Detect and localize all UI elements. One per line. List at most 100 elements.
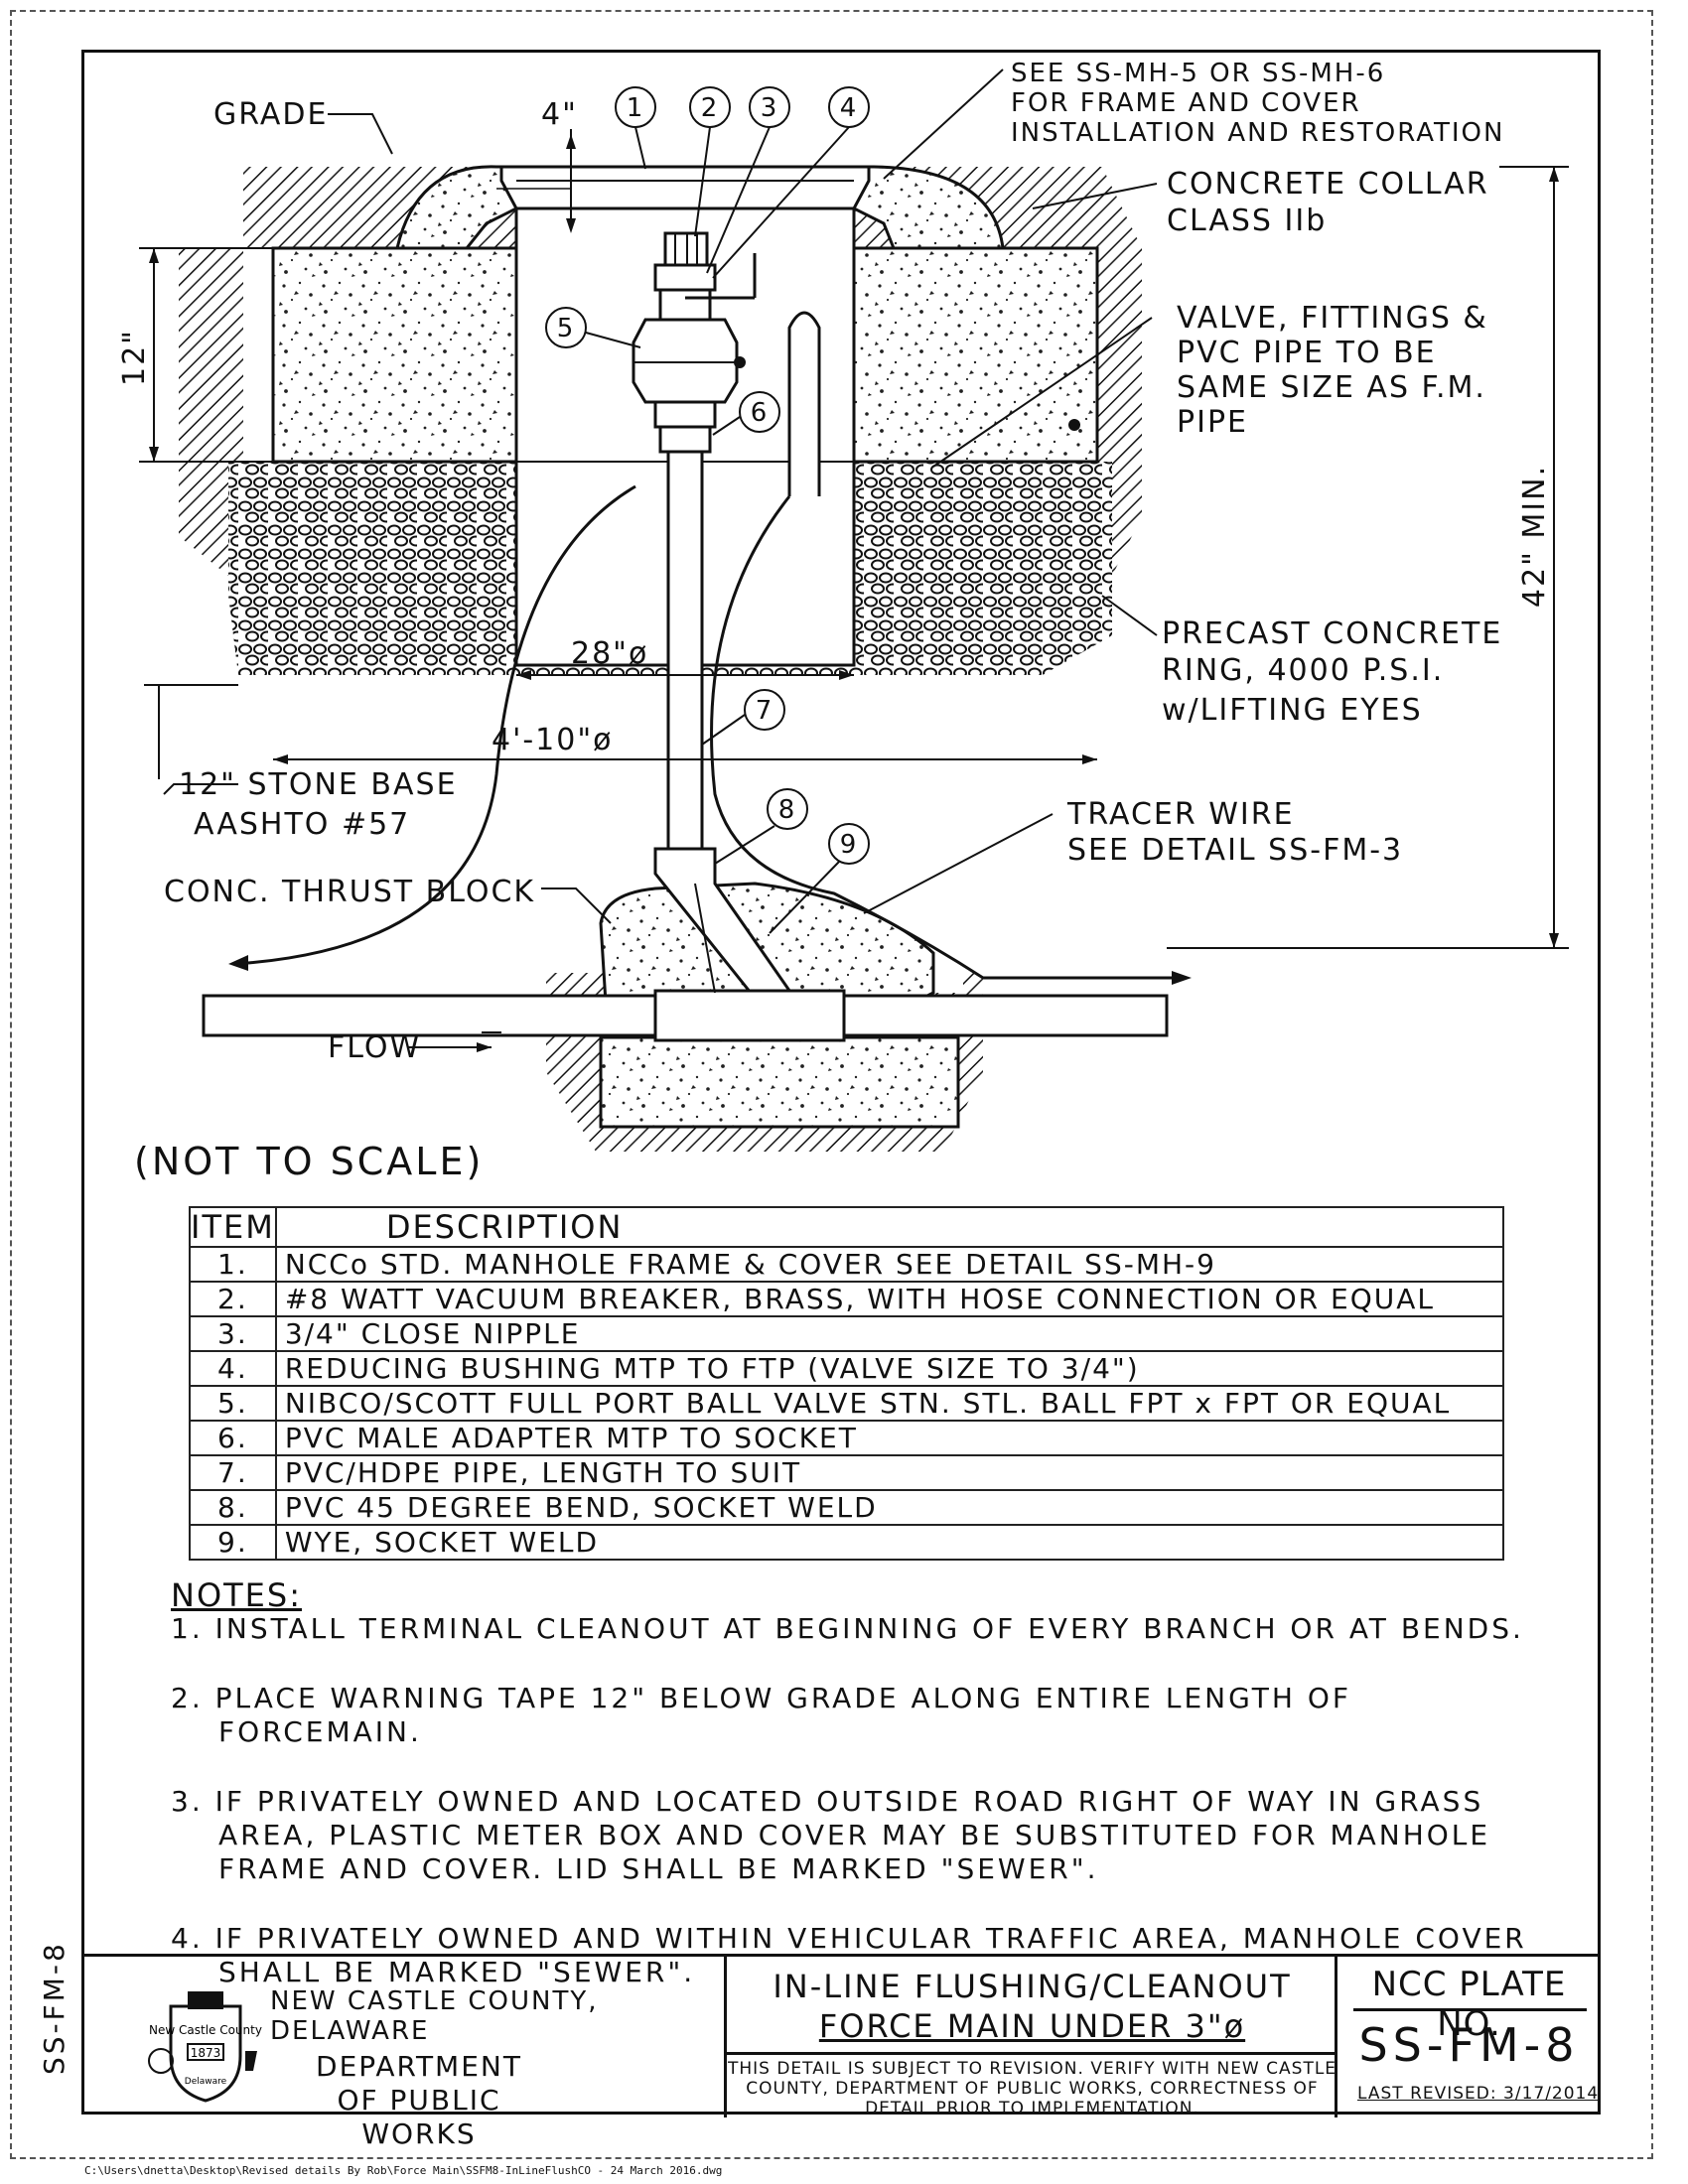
ring-line-3: w/LIFTING EYES bbox=[1162, 693, 1423, 728]
revision-note: THIS DETAIL IS SUBJECT TO REVISION. VERI… bbox=[727, 2059, 1337, 2118]
forty-two-label: 42" MIN. bbox=[1517, 465, 1552, 608]
ring-id-dim: 28"ø bbox=[571, 636, 648, 671]
valve-assembly bbox=[632, 231, 821, 856]
item-description: WYE, SOCKET WELD bbox=[274, 1524, 1505, 1561]
drawing-frame bbox=[81, 50, 1601, 2115]
plate-label-underline bbox=[1353, 2008, 1587, 2011]
valve-note-line-2: PVC PIPE TO BE bbox=[1177, 336, 1437, 370]
note-1: 1. INSTALL TERMINAL CLEANOUT AT BEGINNIN… bbox=[171, 1612, 1524, 1645]
item-number: 1. bbox=[189, 1246, 277, 1283]
dimension-lines bbox=[139, 129, 1569, 949]
flow-label: FLOW bbox=[328, 1030, 421, 1065]
grade-label: GRADE bbox=[213, 97, 328, 132]
note-2: 2. PLACE WARNING TAPE 12" BELOW GRADE AL… bbox=[171, 1682, 1351, 1748]
table-row: 4.REDUCING BUSHING MTP TO FTP (VALVE SIZ… bbox=[189, 1350, 1505, 1387]
see-mh-line-3: INSTALLATION AND RESTORATION bbox=[1011, 118, 1504, 148]
callout-2: 2 bbox=[701, 93, 720, 123]
item-description: PVC/HDPE PIPE, LENGTH TO SUIT bbox=[274, 1454, 1505, 1491]
county-name: NEW CASTLE COUNTY, DELAWARE bbox=[270, 1986, 599, 2046]
table-row: 3.3/4" CLOSE NIPPLE bbox=[189, 1315, 1505, 1352]
plate-cell: NCC PLATE NO. SS-FM-8 LAST REVISED: 3/17… bbox=[1337, 1957, 1601, 2117]
table-row: 2.#8 WATT VACUUM BREAKER, BRASS, WITH HO… bbox=[189, 1281, 1505, 1317]
page-border bbox=[10, 10, 1653, 2159]
not-to-scale: (NOT TO SCALE) bbox=[134, 1140, 485, 1183]
thrust-label: CONC. THRUST BLOCK bbox=[164, 875, 535, 909]
item-number: 7. bbox=[189, 1454, 277, 1491]
pipe-fittings bbox=[202, 847, 1169, 1042]
tracer-line-1: TRACER WIRE bbox=[1066, 797, 1295, 832]
item-description: 3/4" CLOSE NIPPLE bbox=[274, 1315, 1505, 1352]
stone-line-2: AASHTO #57 bbox=[194, 807, 410, 842]
drawing-title: IN-LINE FLUSHING/CLEANOUT FORCE MAIN UND… bbox=[727, 1967, 1337, 2046]
title-line-2: FORCE MAIN UNDER 3"ø bbox=[818, 2007, 1246, 2045]
item-number: 6. bbox=[189, 1420, 277, 1456]
valve-note-line-3: SAME SIZE AS F.M. bbox=[1177, 370, 1486, 405]
items-table: ITEM DESCRIPTION 1.NCCo STD. MANHOLE FRA… bbox=[189, 1206, 1505, 1561]
see-mh-line-1: SEE SS-MH-5 OR SS-MH-6 bbox=[1011, 59, 1385, 88]
frame-cover bbox=[499, 165, 871, 210]
item-number: 5. bbox=[189, 1385, 277, 1422]
seal-state: Delaware bbox=[185, 2077, 227, 2087]
table-row: 9.WYE, SOCKET WELD bbox=[189, 1524, 1505, 1561]
item-description: NCCo STD. MANHOLE FRAME & COVER SEE DETA… bbox=[274, 1246, 1505, 1283]
county-seal-icon: New Castle County 1873 Delaware bbox=[148, 1991, 262, 2103]
notes-section: NOTES: 1. INSTALL TERMINAL CLEANOUT AT B… bbox=[171, 1578, 1531, 1989]
cleanout-section-drawing: 1 2 3 4 5 6 7 8 9 GRADE 4" 12" SEE SS-MH… bbox=[117, 59, 1569, 1152]
last-revised: LAST REVISED: 3/17/2014 bbox=[1357, 2084, 1600, 2104]
revision-note-box: THIS DETAIL IS SUBJECT TO REVISION. VERI… bbox=[727, 2052, 1337, 2120]
callout-bubbles bbox=[545, 86, 870, 934]
file-path: C:\Users\dnetta\Desktop\Revised details … bbox=[84, 2164, 723, 2177]
title-cell: IN-LINE FLUSHING/CLEANOUT FORCE MAIN UND… bbox=[727, 1957, 1337, 2120]
table-row: 5.NIBCO/SCOTT FULL PORT BALL VALVE STN. … bbox=[189, 1385, 1505, 1422]
table-header: ITEM DESCRIPTION bbox=[189, 1206, 1505, 1248]
department-name: DEPARTMENT OF PUBLIC WORKS bbox=[316, 2050, 522, 2150]
callout-8: 8 bbox=[778, 795, 797, 825]
plate-number: SS-FM-8 bbox=[1358, 2018, 1580, 2072]
item-number: 4. bbox=[189, 1350, 277, 1387]
ring-line-1: PRECAST CONCRETE bbox=[1162, 616, 1502, 651]
item-description: PVC MALE ADAPTER MTP TO SOCKET bbox=[274, 1420, 1505, 1456]
note-3: 3. IF PRIVATELY OWNED AND LOCATED OUTSID… bbox=[171, 1785, 1491, 1885]
twelve-inch-label: 12" bbox=[117, 329, 152, 386]
callout-5: 5 bbox=[557, 314, 576, 343]
item-description: NIBCO/SCOTT FULL PORT BALL VALVE STN. ST… bbox=[274, 1385, 1505, 1422]
callout-1: 1 bbox=[627, 93, 645, 123]
item-number: 8. bbox=[189, 1489, 277, 1526]
seal-year: 1873 bbox=[191, 2046, 221, 2060]
seal-name: New Castle County bbox=[149, 2023, 262, 2037]
county-cell: New Castle County 1873 Delaware NEW CAST… bbox=[81, 1957, 727, 2150]
callout-7: 7 bbox=[756, 696, 774, 726]
description-header: DESCRIPTION bbox=[274, 1206, 1505, 1248]
item-number: 3. bbox=[189, 1315, 277, 1352]
callout-3: 3 bbox=[761, 93, 779, 123]
collar-line-1: CONCRETE COLLAR bbox=[1167, 167, 1489, 202]
stone-line-1: 12" STONE BASE bbox=[179, 767, 458, 802]
item-description: REDUCING BUSHING MTP TO FTP (VALVE SIZE … bbox=[274, 1350, 1505, 1387]
tracer-line-2: SEE DETAIL SS-FM-3 bbox=[1067, 833, 1403, 868]
drawing-labels: GRADE 4" 12" SEE SS-MH-5 OR SS-MH-6 FOR … bbox=[117, 59, 1552, 1065]
note-4: 4. IF PRIVATELY OWNED AND WITHIN VEHICUL… bbox=[171, 1922, 1527, 1988]
item-number: 2. bbox=[189, 1281, 277, 1317]
item-description: #8 WATT VACUUM BREAKER, BRASS, WITH HOSE… bbox=[274, 1281, 1505, 1317]
callout-6: 6 bbox=[751, 398, 770, 428]
leaders bbox=[163, 68, 1158, 1052]
item-number: 9. bbox=[189, 1524, 277, 1561]
table-row: 1.NCCo STD. MANHOLE FRAME & COVER SEE DE… bbox=[189, 1246, 1505, 1283]
table-row: 8.PVC 45 DEGREE BEND, SOCKET WELD bbox=[189, 1489, 1505, 1526]
valve-note-line-4: PIPE bbox=[1177, 405, 1248, 440]
table-row: 6.PVC MALE ADAPTER MTP TO SOCKET bbox=[189, 1420, 1505, 1456]
callout-9: 9 bbox=[840, 830, 859, 860]
ring-line-2: RING, 4000 P.S.I. bbox=[1162, 653, 1444, 688]
collar-line-2: CLASS IIb bbox=[1167, 204, 1327, 238]
title-block: New Castle County 1873 Delaware NEW CAST… bbox=[81, 1954, 1601, 2150]
item-header: ITEM bbox=[189, 1206, 277, 1248]
valve-note-line-1: VALVE, FITTINGS & bbox=[1177, 301, 1488, 336]
notes-header: NOTES: bbox=[171, 1576, 302, 1614]
see-mh-line-2: FOR FRAME AND COVER bbox=[1011, 88, 1361, 118]
tracer-wire bbox=[228, 484, 1192, 985]
callout-numbers: 1 2 3 4 5 6 7 8 9 bbox=[557, 93, 859, 860]
side-plate-tag: SS-FM-8 bbox=[38, 1941, 70, 2075]
four-inch-label: 4" bbox=[541, 97, 578, 132]
callout-4: 4 bbox=[840, 93, 859, 123]
item-description: PVC 45 DEGREE BEND, SOCKET WELD bbox=[274, 1489, 1505, 1526]
